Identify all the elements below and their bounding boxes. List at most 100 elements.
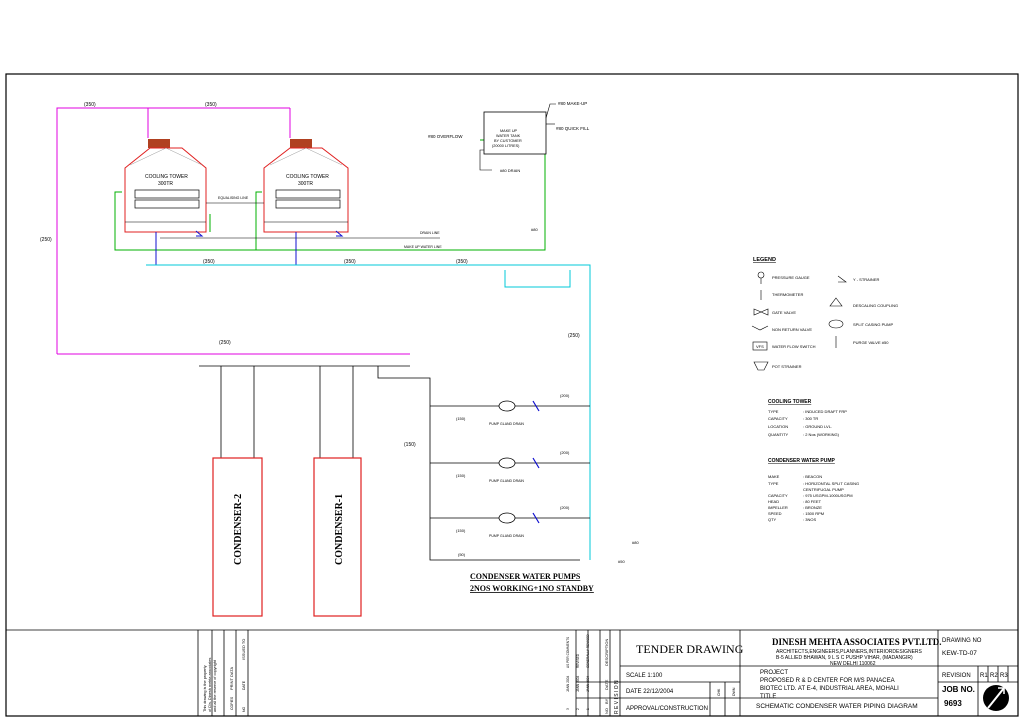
svg-text:JANN 2004: JANN 2004 [566, 675, 570, 692]
supply-tag-1: (350) [203, 259, 215, 265]
svg-text:: 1500 RPM: : 1500 RPM [803, 511, 824, 516]
svg-text:TYPE: TYPE [768, 481, 779, 486]
svg-text:GENERALLY REVISED: GENERALLY REVISED [586, 634, 590, 668]
svg-text:: 80 FEET: : 80 FEET [803, 499, 822, 504]
return-header [56, 107, 410, 355]
ct-spec-heading: COOLING TOWER [768, 399, 812, 405]
svg-text:REVISED: REVISED [576, 653, 580, 668]
svg-text:JANN 2004: JANN 2004 [576, 675, 580, 692]
cooling-tower-2-label: COOLING TOWER [286, 174, 329, 180]
equalising-line-label: EQUALISING LINE [218, 196, 249, 200]
north-arrow-icon [983, 685, 1009, 711]
svg-text:(150): (150) [456, 416, 466, 421]
svg-text:PUMP GLAND DRAIN: PUMP GLAND DRAIN [489, 479, 524, 483]
svg-text:(200): (200) [560, 450, 570, 455]
svg-text:PUMP GLAND DRAIN: PUMP GLAND DRAIN [489, 534, 524, 538]
scale: SCALE 1:100 [626, 673, 663, 679]
firm-sub-2: B-5 ALLIED BHAWAN, 9 L S C PUSHP VIHAR, … [776, 655, 913, 661]
svg-text:CAPACITY: CAPACITY [768, 416, 788, 421]
svg-text:: 2 Nos (WORKING): : 2 Nos (WORKING) [803, 432, 840, 437]
chk-label: CHK [717, 688, 721, 696]
condenser-1: CONDENSER-1 [313, 457, 362, 617]
pump-spec-rows: MAKE: BEACON TYPE: HORIZONTAL SPLIT CASI… [768, 474, 859, 522]
project-line-1: PROPOSED R & D CENTER FOR M/S PANACEA [760, 678, 895, 684]
svg-text:: 975 USGPM-1000USGPM: : 975 USGPM-1000USGPM [803, 493, 853, 498]
svg-text:(200): (200) [560, 505, 570, 510]
issued-to: ISSUED TO [241, 639, 246, 660]
return-tag-2: (350) [205, 102, 217, 108]
pumps-subtitle: 2NOS WORKING+1NO STANDBY [470, 584, 594, 593]
condenser-2: CONDENSER-2 [212, 457, 263, 617]
svg-text:QTY: QTY [768, 517, 777, 522]
firm-sub-1: ARCHITECTS,ENGINEERS,PLANNERS,INTERIORDE… [776, 649, 923, 655]
drain-line-label: DRAIN LINE [420, 231, 440, 235]
pump-size-50b: #50 [618, 559, 625, 564]
ct-spec-rows: TYPE: INDUCED DRAFT FRP CAPACITY: 300 TR… [768, 409, 847, 437]
date-label: DATE [242, 680, 246, 690]
firm-name: DINESH MEHTA ASSOCIATES PVT.LTD. [772, 637, 941, 647]
svg-text:: BRONZE: : BRONZE [803, 505, 822, 510]
svg-text:: INDUCED DRAFT FRP: : INDUCED DRAFT FRP [803, 409, 847, 414]
date-rev-label: DATE [604, 679, 609, 690]
tower-outlets [155, 230, 344, 265]
print-data: PRINT DATA [229, 667, 234, 690]
date-value: DATE 22/12/2004 [626, 689, 674, 695]
legend-item-6: Y - STRAINER [853, 277, 879, 282]
legend-item-7: DESCALING COUPLING [853, 303, 898, 308]
legend-item-9: PURGE VALVE #50 [853, 340, 889, 345]
supply-tag-2: (350) [344, 259, 356, 265]
return-tag-1: (350) [84, 102, 96, 108]
cooling-tower-1-label: COOLING TOWER [145, 174, 188, 180]
svg-text:: GROUND LVL.: : GROUND LVL. [803, 424, 832, 429]
tank-quick-fill: #80 QUICK FILL [556, 126, 590, 131]
condenser-2-label: CONDENSER-2 [233, 494, 244, 565]
pump-size-50: (50) [458, 552, 466, 557]
pump-spec-heading: CONDENSER WATER PUMP [768, 458, 836, 464]
svg-text:(20000 LITRES): (20000 LITRES) [492, 144, 520, 148]
rev-r3: R3 [1000, 673, 1008, 679]
legend-item-3: NON RETURN VALVE [772, 327, 812, 332]
pumps-title: CONDENSER WATER PUMPS [470, 572, 581, 581]
pump-1: PUMP GLAND DRAIN (150) (200) [456, 393, 570, 426]
svg-text:: BEACON: : BEACON [803, 474, 822, 479]
svg-text:WATER TANK: WATER TANK [496, 134, 521, 138]
svg-text:MAKE UP: MAKE UP [500, 129, 518, 133]
svg-text:AS PER COMMENTS: AS PER COMMENTS [566, 637, 570, 668]
svg-text:and all the reserve of copyrig: and all the reserve of copyright [213, 659, 217, 712]
condenser-header-tag: (250) [219, 340, 231, 346]
svg-text:BY CUSTOMER: BY CUSTOMER [494, 139, 522, 143]
no-rev-label: NO [604, 708, 609, 714]
project-label: PROJECT [760, 670, 788, 676]
title-label: TITLE [760, 694, 776, 700]
drawing-no: KEW-TD-07 [942, 650, 977, 657]
svg-text:(150): (150) [456, 473, 466, 478]
pump-size-80: #80 [632, 540, 639, 545]
revision-rows: 3 2 1 JANN 2004 JANN 2004 JANN 2004 AS P… [566, 634, 590, 710]
makeup-line-label: MAKE UP WATER LINE [404, 245, 442, 249]
svg-text:2: 2 [576, 708, 580, 710]
cooling-tower-1: COOLING TOWER 300TR [124, 139, 207, 233]
return-tag-3: (250) [40, 237, 52, 243]
svg-text:MAKE: MAKE [768, 474, 780, 479]
svg-text:This drawing is the property: This drawing is the property [203, 665, 207, 712]
condenser-tag-150: (150) [404, 442, 416, 448]
legend-item-2: GATE VALVE [772, 310, 796, 315]
approval: APPROVAL/CONSTRUCTION [626, 706, 708, 712]
tank-overflow: #80 OVERFLOW [428, 134, 463, 139]
condenser-1-label: CONDENSER-1 [334, 494, 345, 565]
title-value: SCHEMATIC CONDENSER WATER PIPING DIAGRAM [756, 703, 918, 710]
copies-label: COPIES [230, 696, 234, 710]
legend-item-8: SPLIT CASING PUMP [853, 322, 893, 327]
description-label: DESCRIPTION [604, 639, 609, 666]
firm-sub-3: NEW DELHI 110062 [830, 661, 876, 667]
revision-label: REVISION [942, 673, 971, 679]
supply-tag-3: (350) [456, 259, 468, 265]
legend-item-1: THERMOMETER [772, 292, 803, 297]
rev-r1: R1 [980, 673, 988, 679]
svg-text:SPEED: SPEED [768, 511, 782, 516]
svg-text:: 3NOS: : 3NOS [803, 517, 816, 522]
svg-text:QUANTITY: QUANTITY [768, 432, 789, 437]
tender-drawing: TENDER DRAWING [636, 642, 744, 656]
legend-symbols [751, 271, 847, 371]
